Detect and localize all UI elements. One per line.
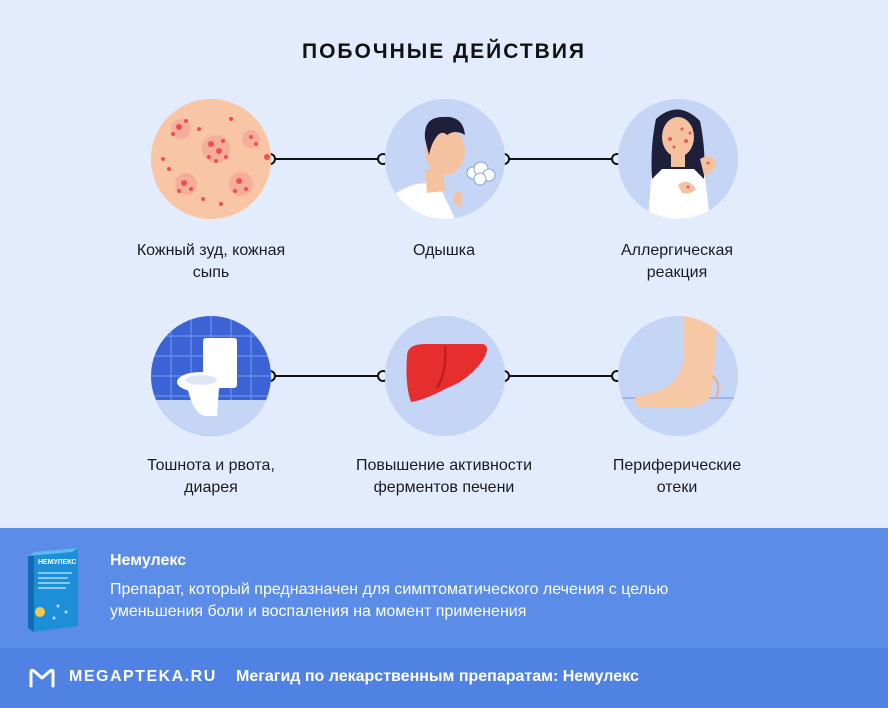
- effect-label-line: Аллергическая: [620, 242, 734, 259]
- page-title: ПОБОЧНЫЕ ДЕЙСТВИЯ: [301, 40, 587, 63]
- drug-description: Препарат, который предназначен для симпт…: [110, 579, 810, 623]
- drug-package-image: НЕМУЛЕКС: [26, 546, 84, 641]
- effect-label: Кожный зуд, кожная сыпь: [101, 240, 321, 284]
- connector-line: [504, 375, 618, 377]
- connector-line: [504, 158, 618, 160]
- effect-label-line: Кожный зуд, кожная: [136, 242, 286, 259]
- effect-label-line: реакция: [646, 264, 708, 281]
- effect-label-line: Повышение активности: [355, 457, 533, 474]
- effect-label: Периферические отеки: [567, 455, 787, 499]
- drug-description-line: уменьшения боли и воспаления на момент п…: [110, 603, 527, 620]
- effect-label-line: Периферические: [612, 457, 742, 474]
- liver-icon: [385, 316, 505, 436]
- connector-line: [270, 158, 384, 160]
- effect-label: Одышка: [334, 240, 554, 262]
- effect-label-line: сыпь: [192, 264, 230, 281]
- brand-name[interactable]: MEGAPTEKA.RU: [69, 668, 217, 685]
- shortness-of-breath-icon: [385, 99, 505, 219]
- effect-label-line: отеки: [656, 479, 698, 496]
- package-text: НЕМУЛЕКС: [38, 559, 76, 566]
- footer-caption: Мегагид по лекарственным препаратам: Нем…: [236, 668, 639, 685]
- effect-label: Аллергическая реакция: [567, 240, 787, 284]
- effect-label: Повышение активности ферментов печени: [334, 455, 554, 499]
- effect-label-line: ферментов печени: [373, 479, 515, 496]
- drug-info-panel: [0, 528, 888, 648]
- allergic-reaction-icon: [618, 99, 738, 219]
- connector-line: [270, 375, 384, 377]
- footer-bar: [0, 648, 888, 708]
- effect-label: Тошнота и рвота, диарея: [101, 455, 321, 499]
- toilet-icon: [151, 316, 271, 436]
- megapteka-logo-icon: [28, 666, 56, 695]
- effect-label-line: Тошнота и рвота,: [147, 457, 275, 474]
- skin-rash-icon: [151, 99, 271, 219]
- effect-label-line: диарея: [184, 479, 238, 496]
- swollen-foot-icon: [618, 316, 738, 436]
- drug-name: Немулекс: [110, 552, 187, 569]
- drug-description-line: Препарат, который предназначен для симпт…: [110, 581, 669, 598]
- effect-label-line: Одышка: [412, 242, 475, 259]
